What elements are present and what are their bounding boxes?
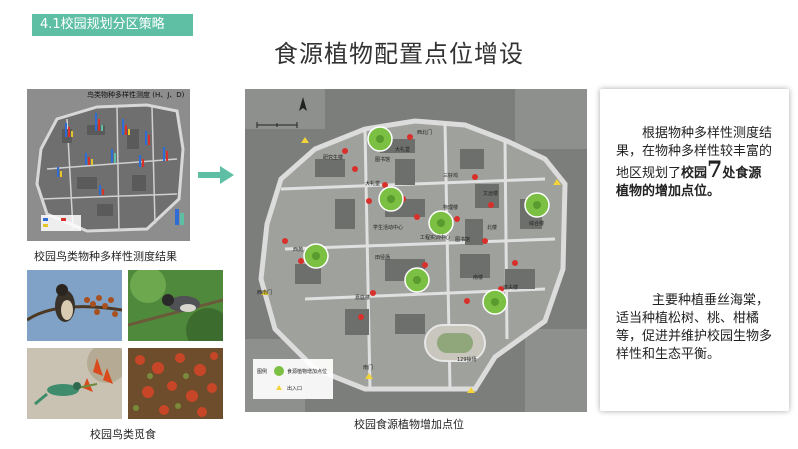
- map-label: 129操场: [457, 356, 477, 363]
- photos-caption: 校园鸟类觅食: [90, 428, 156, 441]
- legend-title: 图例: [257, 368, 267, 375]
- page-title: 食源植物配置点位增设: [274, 40, 524, 68]
- map-label: 大礼堂: [365, 180, 380, 187]
- bird-diversity-map: 鸟类物种多样性测度 (H、J、D): [27, 89, 190, 241]
- map-label: 南门: [363, 364, 373, 371]
- bird-photo-3: [27, 348, 122, 419]
- bird-photo-2: [128, 270, 223, 341]
- section-badge: 4.1校园规划分区策略: [32, 14, 193, 36]
- map-label: 西苑: [293, 246, 303, 253]
- diversity-chart-title: 鸟类物种多样性测度 (H、J、D): [87, 91, 185, 99]
- map-label: 大礼堂: [395, 146, 410, 153]
- map-label: 图书馆: [375, 156, 390, 163]
- description-panel: 根据物种多样性测度结果，在物种多样性较丰富的地区规划了校园7处食源植物的增加点位…: [600, 89, 789, 411]
- map-label: 北楼: [487, 224, 497, 231]
- right-arrow-icon: [198, 166, 234, 184]
- map-label: 文远楼: [483, 190, 498, 197]
- map-label: 工程实训中心: [420, 234, 450, 241]
- map-label: 学生活动中心: [373, 224, 403, 231]
- map-label: 西南门: [257, 289, 272, 296]
- map-caption: 校园食源植物增加点位: [354, 418, 464, 431]
- legend-entrance-label: 出入口: [287, 385, 302, 392]
- map-label: 嘉庭楼: [355, 294, 370, 301]
- map-label: 南楼: [473, 274, 483, 281]
- campus-map: 西北门 大礼堂 图书馆 研究生楼 大礼堂 学生活动中心 物理楼 工程实训中心 三…: [245, 89, 587, 412]
- map-label: 田径场: [375, 254, 390, 261]
- description-paragraph-1: 根据物种多样性测度结果，在物种多样性较丰富的地区规划了校园7处食源植物的增加点位…: [616, 126, 773, 199]
- map-label: 西北门: [417, 129, 432, 136]
- map-label: 研究生楼: [323, 154, 343, 161]
- map-label: 物理楼: [443, 204, 458, 211]
- description-paragraph-2: 主要种植垂丝海棠，适当种植松树、桃、柑橘等，促进并维护校园生物多样性和生态平衡。: [616, 293, 773, 362]
- legend-plant-label: 食源植物增加点位: [287, 368, 327, 375]
- bird-photo-1: [27, 270, 122, 341]
- diversity-caption: 校园鸟类物种多样性测度结果: [34, 250, 177, 263]
- bird-photo-4: [128, 348, 223, 419]
- map-label: 逸夫楼: [503, 284, 518, 291]
- map-label: 图书馆: [455, 236, 470, 243]
- map-label: 综合楼: [529, 220, 544, 227]
- map-label: 三好坞: [443, 172, 458, 179]
